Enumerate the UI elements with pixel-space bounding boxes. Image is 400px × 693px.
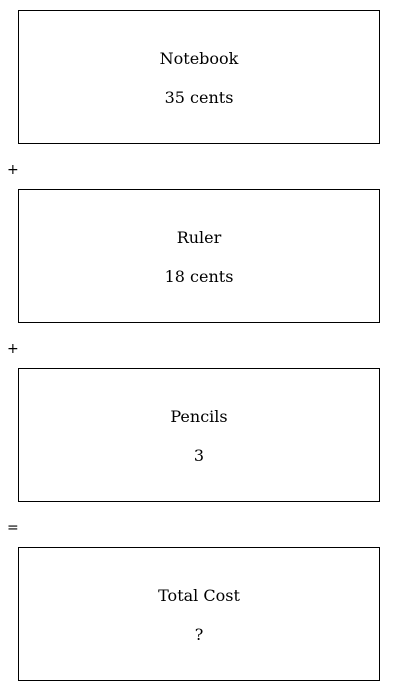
notebook-box: Notebook 35 cents	[18, 10, 380, 144]
pencils-box: Pencils 3	[18, 368, 380, 502]
plus-operator-1: +	[7, 162, 19, 178]
total-cost-box: Total Cost ?	[18, 547, 380, 681]
pencils-value: 3	[193, 446, 205, 465]
ruler-box: Ruler 18 cents	[18, 189, 380, 323]
ruler-value: 18 cents	[164, 267, 234, 286]
ruler-label: Ruler	[176, 228, 222, 247]
notebook-label: Notebook	[159, 49, 239, 68]
pencils-label: Pencils	[170, 407, 228, 426]
total-cost-label: Total Cost	[158, 586, 240, 605]
total-cost-value: ?	[194, 625, 204, 644]
notebook-value: 35 cents	[164, 88, 234, 107]
equals-operator: =	[7, 520, 19, 536]
plus-operator-2: +	[7, 341, 19, 357]
